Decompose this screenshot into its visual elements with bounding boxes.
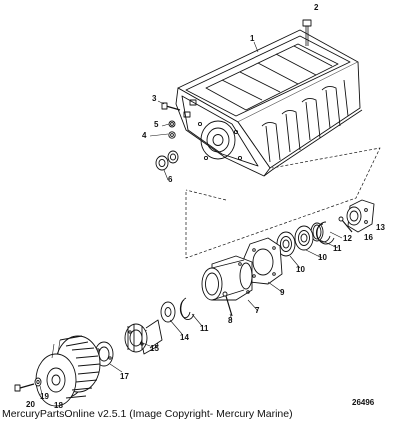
ring-part-11-lower	[179, 297, 195, 321]
callout-4: 4	[142, 131, 147, 140]
callout-5: 5	[154, 120, 159, 129]
shaft-part-15	[124, 319, 163, 355]
callout-3: 3	[152, 94, 157, 103]
callout-13: 13	[376, 223, 385, 232]
washer-part-19	[34, 377, 42, 387]
figure-id: 26496	[352, 398, 375, 407]
callout-8: 8	[228, 316, 233, 325]
callout-10-left: 10	[296, 265, 305, 274]
bolt-part-8	[222, 291, 233, 317]
callout-10-right: 10	[318, 253, 327, 262]
bearing-part-10-left	[276, 231, 296, 257]
callout-1: 1	[250, 34, 255, 43]
bolt-part-16	[338, 216, 353, 233]
bolt-part-20	[14, 383, 35, 392]
image-caption: MercuryPartsOnline v2.5.1 (Image Copyrig…	[2, 408, 293, 420]
callout-7: 7	[255, 306, 260, 315]
callout-16: 16	[364, 233, 373, 242]
callout-12: 12	[343, 234, 352, 243]
callout-2: 2	[314, 3, 319, 12]
washer-part-14	[160, 301, 176, 323]
pulley-part-18	[35, 335, 101, 407]
callout-14: 14	[180, 333, 189, 342]
housing-part-13	[346, 199, 375, 233]
callout-11-lower: 11	[200, 324, 209, 333]
callout-6: 6	[168, 175, 173, 184]
dashed-reference-lines	[185, 147, 381, 259]
callout-11-upper: 11	[333, 244, 342, 253]
callout-20: 20	[26, 400, 35, 409]
supercharger-housing	[175, 29, 363, 177]
callout-17: 17	[120, 372, 129, 381]
callout-15: 15	[150, 344, 159, 353]
callout-19: 19	[40, 392, 49, 401]
cover-part-7	[201, 255, 253, 301]
bearing-part-10-right	[294, 225, 314, 251]
seal-part-6	[155, 150, 179, 171]
callout-9: 9	[280, 288, 285, 297]
bolt-part-3	[161, 102, 181, 111]
leader-lines	[39, 41, 343, 395]
callout-18: 18	[54, 401, 63, 410]
fittings-part-4-5	[168, 120, 176, 139]
bolt-part-2	[302, 19, 312, 46]
